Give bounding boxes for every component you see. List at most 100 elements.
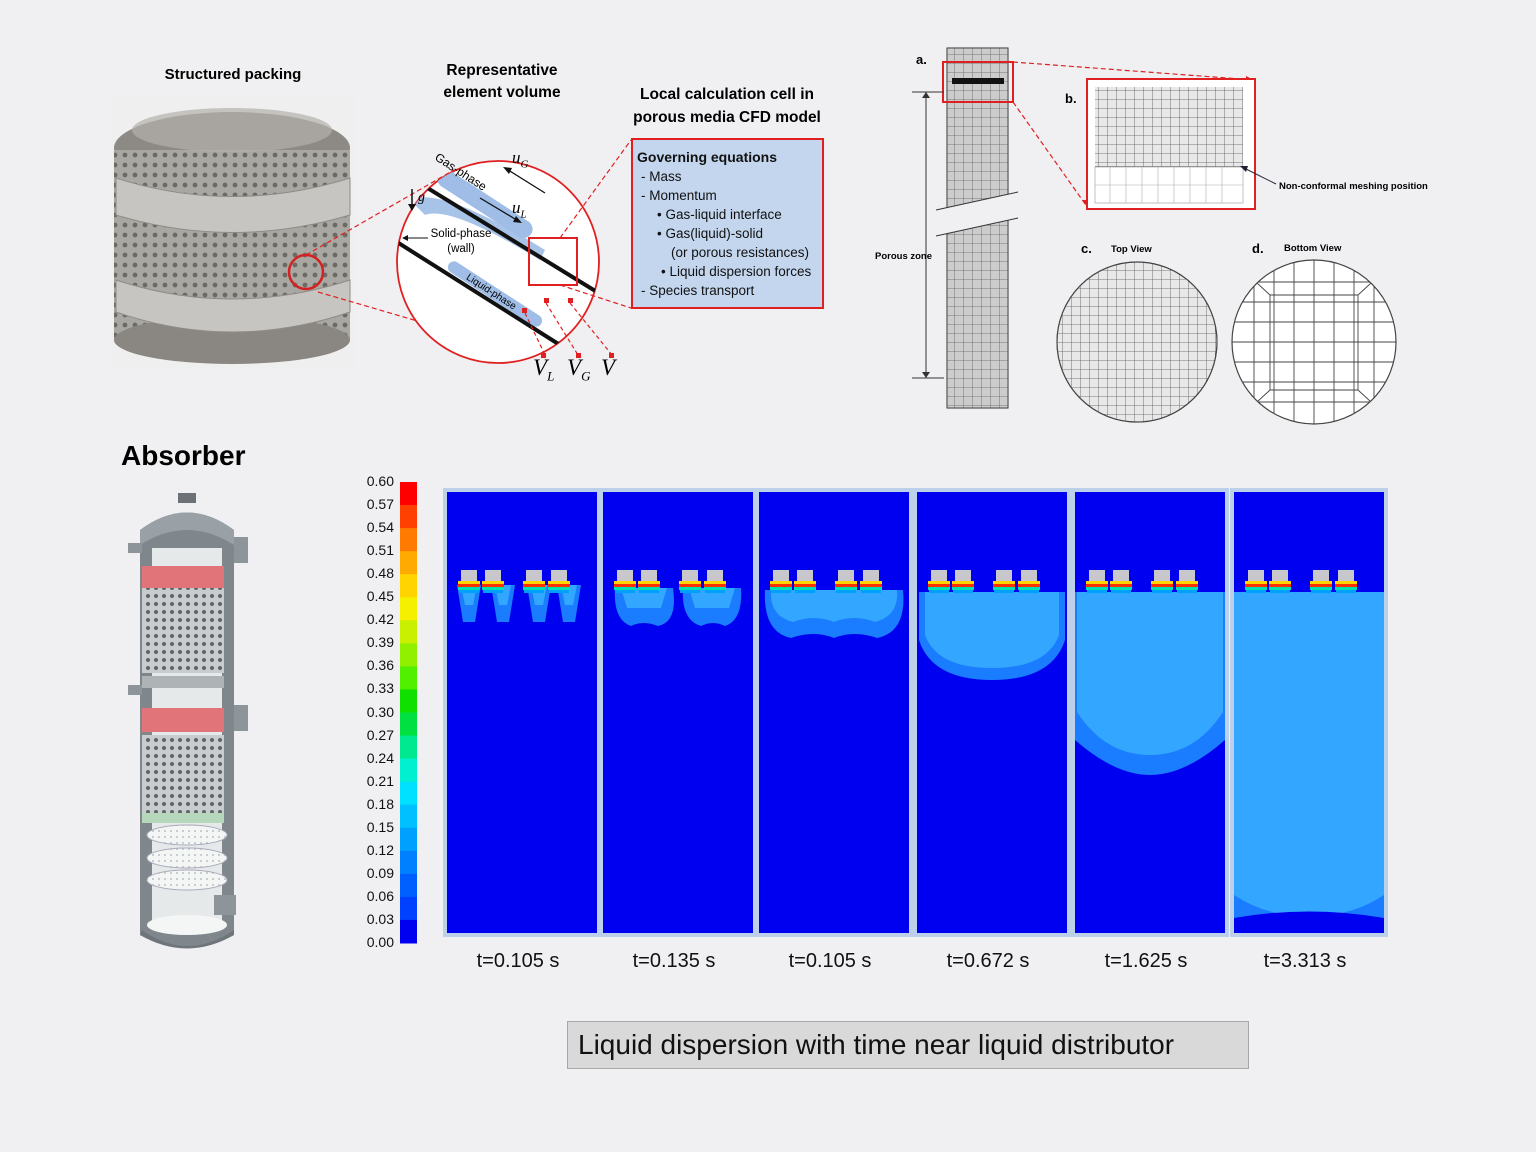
distributor-nozzle	[996, 570, 1012, 581]
colorbar-tick-label: 0.09	[366, 864, 394, 881]
time-label-2: t=0.105 s	[788, 950, 872, 972]
nozzle-outlet-yellow	[835, 581, 857, 584]
nozzle-outlet-yellow	[638, 581, 660, 584]
nozzle-outlet-blue	[1270, 590, 1290, 593]
nozzle-outlet-green	[1151, 587, 1173, 590]
nozzle-outlet-green	[928, 587, 950, 590]
nozzle-outlet-yellow	[1176, 581, 1198, 584]
nozzle-outlet-green	[952, 587, 974, 590]
distributor-nozzle	[955, 570, 971, 581]
nozzle-outlet-yellow	[770, 581, 792, 584]
colorbar-tick-label: 0.54	[366, 519, 394, 536]
time-label-5: t=3.313 s	[1263, 950, 1347, 972]
nozzle-outlet-blue	[1087, 590, 1107, 593]
distributor-nozzle	[641, 570, 657, 581]
nozzle-outlet-green	[1310, 587, 1332, 590]
nozzle-outlet-blue	[680, 590, 700, 593]
nozzle-outlet-green	[835, 587, 857, 590]
nozzle-outlet-red	[523, 584, 545, 587]
nozzle-outlet-red	[1110, 584, 1132, 587]
distributor-nozzle	[551, 570, 567, 581]
governing-item-5: • Liquid dispersion forces	[661, 264, 812, 279]
distributor-nozzle	[707, 570, 723, 581]
frame-background	[603, 492, 753, 933]
colorbar-segment	[400, 505, 417, 529]
frame-background	[917, 492, 1067, 933]
dispersion-zone	[770, 590, 898, 622]
nozzle-outlet-red	[1269, 584, 1291, 587]
rev-circle	[396, 160, 600, 364]
governing-item-3: • Gas(liquid)-solid	[657, 226, 764, 241]
distributor-nozzle	[773, 570, 789, 581]
nozzle-outlet-red	[1151, 584, 1173, 587]
colorbar-segment	[400, 689, 417, 713]
simulation-frame-0	[443, 488, 601, 937]
nozzle-outlet-green	[1176, 587, 1198, 590]
nozzle-outlet-red	[794, 584, 816, 587]
nozzle-outlet-green	[1269, 587, 1291, 590]
distributor-nozzle	[1179, 570, 1195, 581]
nozzle-outlet-green	[1245, 587, 1267, 590]
colorbar-tick-label: 0.24	[366, 749, 394, 766]
gravity-label: g	[418, 190, 425, 205]
colorbar-segment	[400, 620, 417, 644]
nozzle-outlet-green	[704, 587, 726, 590]
nozzle-outlet-green	[993, 587, 1015, 590]
nozzle-outlet-yellow	[704, 581, 726, 584]
colorbar-tick-label: 0.48	[366, 565, 394, 582]
volume-label-main: V	[601, 355, 616, 380]
mesh-label-d: d.	[1252, 241, 1264, 256]
volume-label-sub: L	[547, 368, 555, 384]
nozzle-outlet-red	[548, 584, 570, 587]
bottom-view-label: Bottom View	[1284, 243, 1342, 254]
distributor-nozzle	[838, 570, 854, 581]
nozzle-outlet-yellow	[548, 581, 570, 584]
distributor-nozzle	[1089, 570, 1105, 581]
mesh-label-a: a.	[916, 52, 927, 67]
time-label-3: t=0.672 s	[946, 950, 1030, 972]
dispersion-zone	[925, 592, 1059, 668]
nozzle-outlet-yellow	[993, 581, 1015, 584]
distributor-nozzle	[1338, 570, 1354, 581]
distributor-nozzle	[485, 570, 501, 581]
u-gas-sub: G	[520, 158, 529, 171]
nozzle-outlet-yellow	[482, 581, 504, 584]
colorbar-tick-label: 0.03	[366, 910, 394, 927]
local-cell-title: Local calculation cell in porous media C…	[620, 83, 834, 129]
nozzle-outlet-red	[1018, 584, 1040, 587]
nozzle-outlet-red	[835, 584, 857, 587]
distributor-nozzle	[1272, 570, 1288, 581]
nozzle-outlet-blue	[483, 590, 503, 593]
dispersion-zone	[1077, 592, 1223, 755]
nozzle-outlet-red	[1310, 584, 1332, 587]
nozzle-outlet-blue	[836, 590, 856, 593]
simulation-frame-1	[599, 488, 757, 937]
nozzle-outlet-yellow	[1151, 581, 1173, 584]
nozzle-outlet-blue	[1152, 590, 1172, 593]
velocity-gas-label: uG	[512, 148, 528, 170]
nozzle-outlet-yellow	[458, 581, 480, 584]
distributor-nozzle	[1021, 570, 1037, 581]
structured-packing-image	[112, 96, 354, 368]
nozzle-outlet-blue	[1019, 590, 1039, 593]
solid-phase-label: Solid-phase (wall)	[424, 227, 498, 257]
colorbar-segment	[400, 758, 417, 783]
rev-title-line1: Representative	[446, 62, 558, 79]
colorbar-segment	[400, 873, 417, 898]
nozzle-outlet-red	[770, 584, 792, 587]
nozzle-outlet-yellow	[1310, 581, 1332, 584]
non-conformal-label: Non-conformal meshing position	[1279, 181, 1428, 192]
nozzle-outlet-yellow	[1245, 581, 1267, 584]
distributor-nozzle	[617, 570, 633, 581]
colorbar-segment	[400, 597, 417, 621]
nozzle-outlet-green	[638, 587, 660, 590]
colorbar-tick-label: 0.21	[366, 772, 394, 789]
mesh-label-c: c.	[1081, 241, 1092, 256]
nozzle-outlet-red	[704, 584, 726, 587]
nozzle-outlet-red	[993, 584, 1015, 587]
nozzle-outlet-blue	[795, 590, 815, 593]
colorbar-tick-label: 0.00	[366, 934, 394, 950]
simulation-frame-4	[1071, 488, 1229, 937]
distributor-nozzle	[863, 570, 879, 581]
